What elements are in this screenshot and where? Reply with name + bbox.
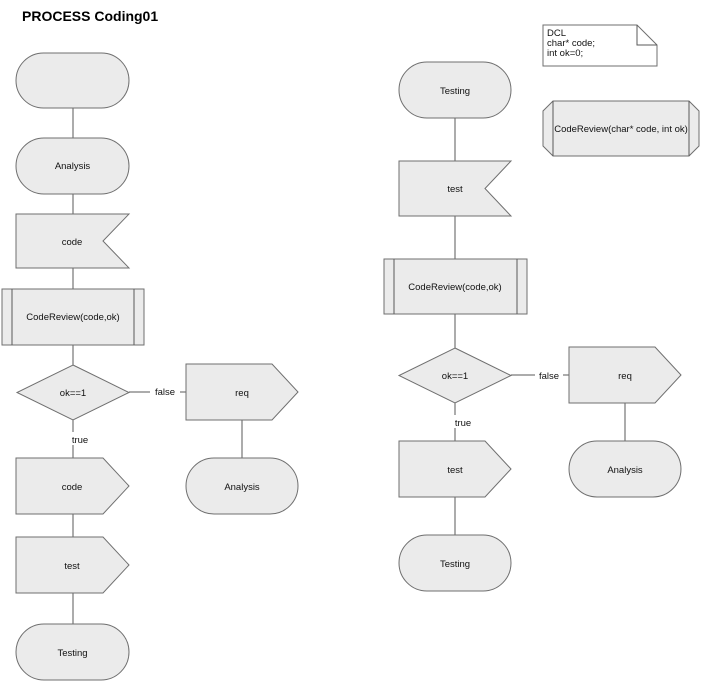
true-label-bg — [66, 432, 92, 445]
state-testing-right[interactable]: Testing — [398, 61, 512, 119]
declaration-note[interactable]: DCL char* code; int ok=0; — [542, 24, 658, 67]
output-signal-test[interactable]: test — [15, 536, 130, 594]
state-analysis-right-label: Analysis — [607, 465, 643, 476]
procedure-call-label: CodeReview(code,ok) — [26, 312, 119, 323]
input-signal-code-label: code — [62, 237, 83, 248]
state-testing-label: Testing — [57, 648, 87, 659]
start-symbol[interactable] — [15, 52, 130, 109]
state-analysis-right[interactable]: Analysis — [568, 440, 682, 498]
output-signal-req-right-label: req — [618, 371, 632, 382]
right-flow: Testing test CodeReview(code,ok) ok==1 f… — [383, 61, 682, 592]
input-signal-code[interactable]: code — [15, 213, 131, 269]
output-signal-req[interactable]: req — [185, 363, 299, 421]
procedure-reference-label: CodeReview(char* code, int ok) — [554, 124, 688, 135]
state-testing-right-bottom-label: Testing — [440, 559, 470, 570]
output-signal-req-label: req — [235, 388, 249, 399]
output-signal-test-right[interactable]: test — [398, 440, 512, 498]
decision-right-label: ok==1 — [442, 371, 468, 382]
page-title: PROCESS Coding01 — [22, 8, 158, 24]
declaration-line-3: int ok=0; — [547, 48, 583, 59]
branch-false-label: false — [155, 387, 175, 398]
branch-false-right-label: false — [539, 371, 559, 382]
decision-ok[interactable]: ok==1 — [15, 364, 131, 421]
declaration-line-1: DCL — [547, 28, 566, 39]
true-right-label-bg — [449, 415, 475, 428]
decision-ok-right[interactable]: ok==1 — [397, 347, 513, 404]
input-signal-test[interactable]: test — [398, 160, 513, 217]
procedure-call-right-label: CodeReview(code,ok) — [408, 282, 501, 293]
output-signal-test-right-label: test — [447, 465, 463, 476]
state-analysis-label: Analysis — [55, 161, 91, 172]
state-analysis-2-label: Analysis — [224, 482, 260, 493]
output-signal-code-label: code — [62, 482, 83, 493]
false-label-bg — [150, 384, 180, 397]
false-right-label-bg — [535, 368, 563, 381]
declaration-line-2: char* code; — [547, 38, 595, 49]
state-testing-right-label: Testing — [440, 86, 470, 97]
procedure-call-codereview-right[interactable]: CodeReview(code,ok) — [383, 258, 528, 315]
state-testing[interactable]: Testing — [15, 623, 130, 681]
left-flow: Analysis code CodeReview(code,ok) ok==1 … — [1, 52, 299, 681]
procedure-call-codereview[interactable]: CodeReview(code,ok) — [1, 288, 145, 346]
input-signal-test-label: test — [447, 184, 463, 195]
state-analysis[interactable]: Analysis — [15, 137, 130, 195]
output-signal-code[interactable]: code — [15, 457, 130, 515]
state-analysis-false-branch[interactable]: Analysis — [185, 457, 299, 515]
branch-true-label: true — [72, 435, 88, 446]
branch-true-right-label: true — [455, 418, 471, 429]
decision-label: ok==1 — [60, 388, 86, 399]
procedure-reference[interactable]: CodeReview(char* code, int ok) — [542, 100, 700, 157]
state-testing-right-bottom[interactable]: Testing — [398, 534, 512, 592]
output-signal-req-right[interactable]: req — [568, 346, 682, 404]
output-signal-test-label: test — [64, 561, 80, 572]
